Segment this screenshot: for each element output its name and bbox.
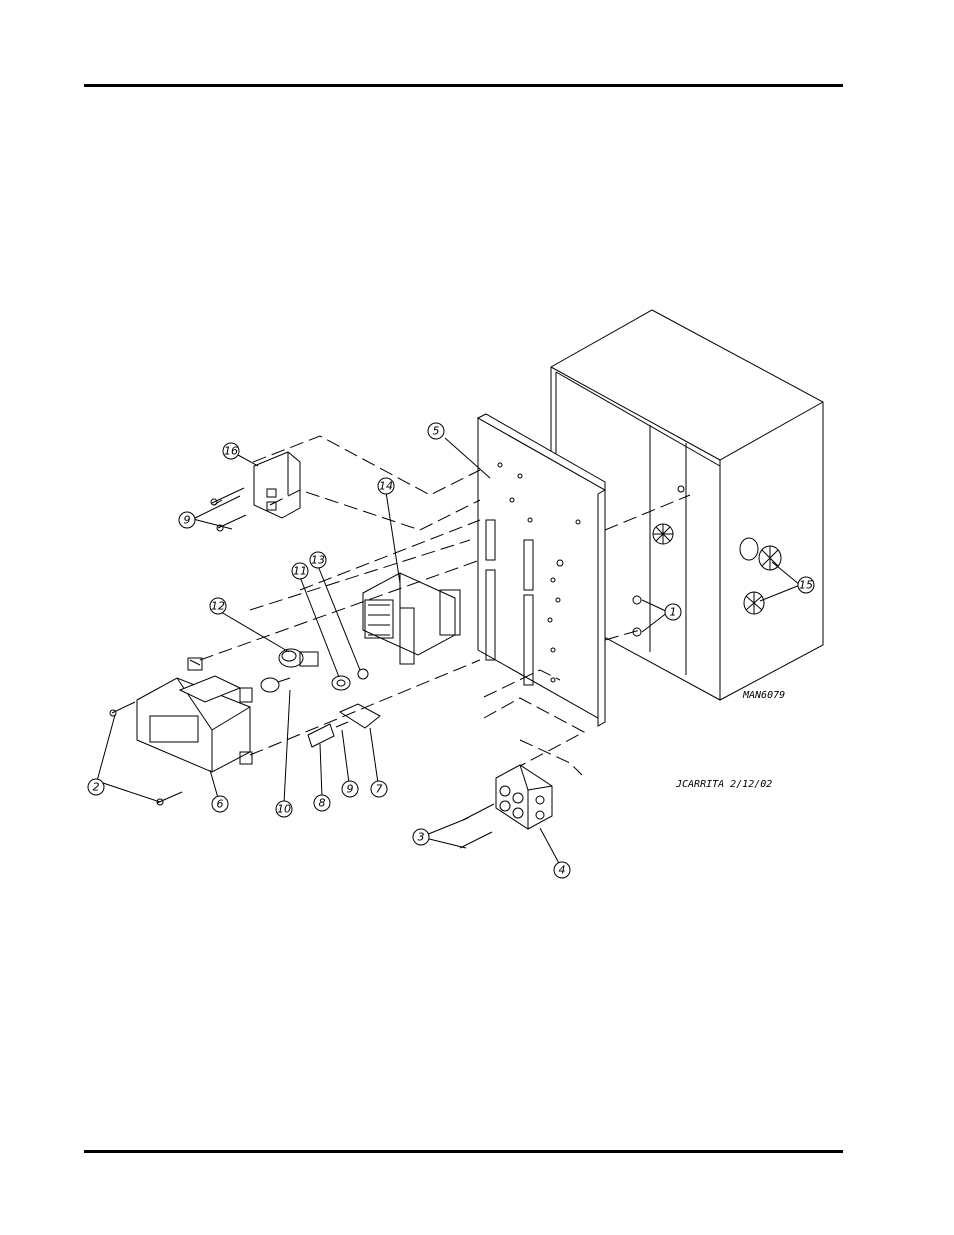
assembly-lines	[199, 435, 691, 776]
svg-text:7: 7	[376, 783, 383, 796]
svg-text:10: 10	[277, 803, 291, 816]
callout-3: 3	[412, 828, 430, 846]
callout-6: 6	[211, 795, 229, 813]
callout-9-top: 9	[178, 511, 196, 529]
svg-text:4: 4	[559, 864, 566, 877]
relay	[210, 451, 301, 532]
callout-14: 14	[377, 477, 395, 495]
callout-4: 4	[553, 861, 571, 879]
callout-16: 16	[222, 442, 240, 460]
callout-8: 8	[313, 794, 331, 812]
transformer	[109, 657, 253, 806]
drawing-author-label: JCARRITA 2/12/02	[675, 779, 772, 790]
svg-text:9: 9	[347, 783, 354, 796]
callout-7: 7	[370, 780, 388, 798]
enclosure-box	[550, 309, 824, 701]
svg-text:8: 8	[319, 797, 326, 810]
svg-text:15: 15	[799, 579, 813, 592]
header-rule	[84, 84, 843, 87]
svg-text:16: 16	[224, 445, 238, 458]
callout-11: 11	[291, 562, 309, 580]
svg-text:13: 13	[311, 554, 325, 567]
callout-15: 15	[797, 576, 815, 594]
drawing-id-label: MAN6079	[742, 690, 785, 701]
contactor	[362, 572, 461, 665]
backplate	[476, 413, 606, 727]
svg-text:1: 1	[670, 606, 677, 619]
svg-text:5: 5	[433, 425, 440, 438]
svg-text:14: 14	[379, 480, 393, 493]
callout-5: 5	[427, 422, 445, 440]
leader-lines	[96, 437, 801, 868]
callout-1: 1	[664, 603, 682, 621]
footer-rule	[84, 1150, 843, 1153]
callout-10: 10	[275, 800, 293, 818]
callout-2: 2	[87, 778, 105, 796]
callout-12: 12	[209, 597, 227, 615]
callout-9: 9	[341, 780, 359, 798]
svg-text:2: 2	[93, 781, 100, 794]
svg-text:6: 6	[217, 798, 224, 811]
callout-13: 13	[309, 551, 327, 569]
svg-text:3: 3	[418, 831, 425, 844]
svg-text:12: 12	[211, 600, 225, 613]
svg-text:11: 11	[293, 565, 307, 578]
terminal-block	[459, 764, 553, 849]
small-parts	[260, 648, 381, 748]
svg-text:9: 9	[184, 514, 191, 527]
